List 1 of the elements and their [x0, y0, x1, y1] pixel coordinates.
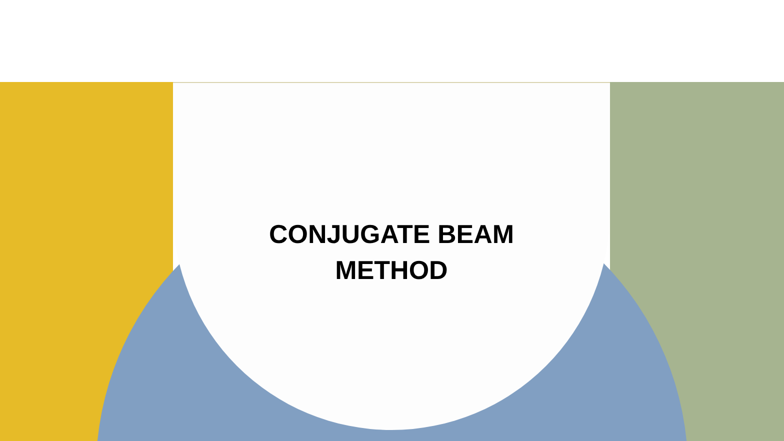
slide-title: CONJUGATE BEAM METHOD — [268, 218, 516, 286]
